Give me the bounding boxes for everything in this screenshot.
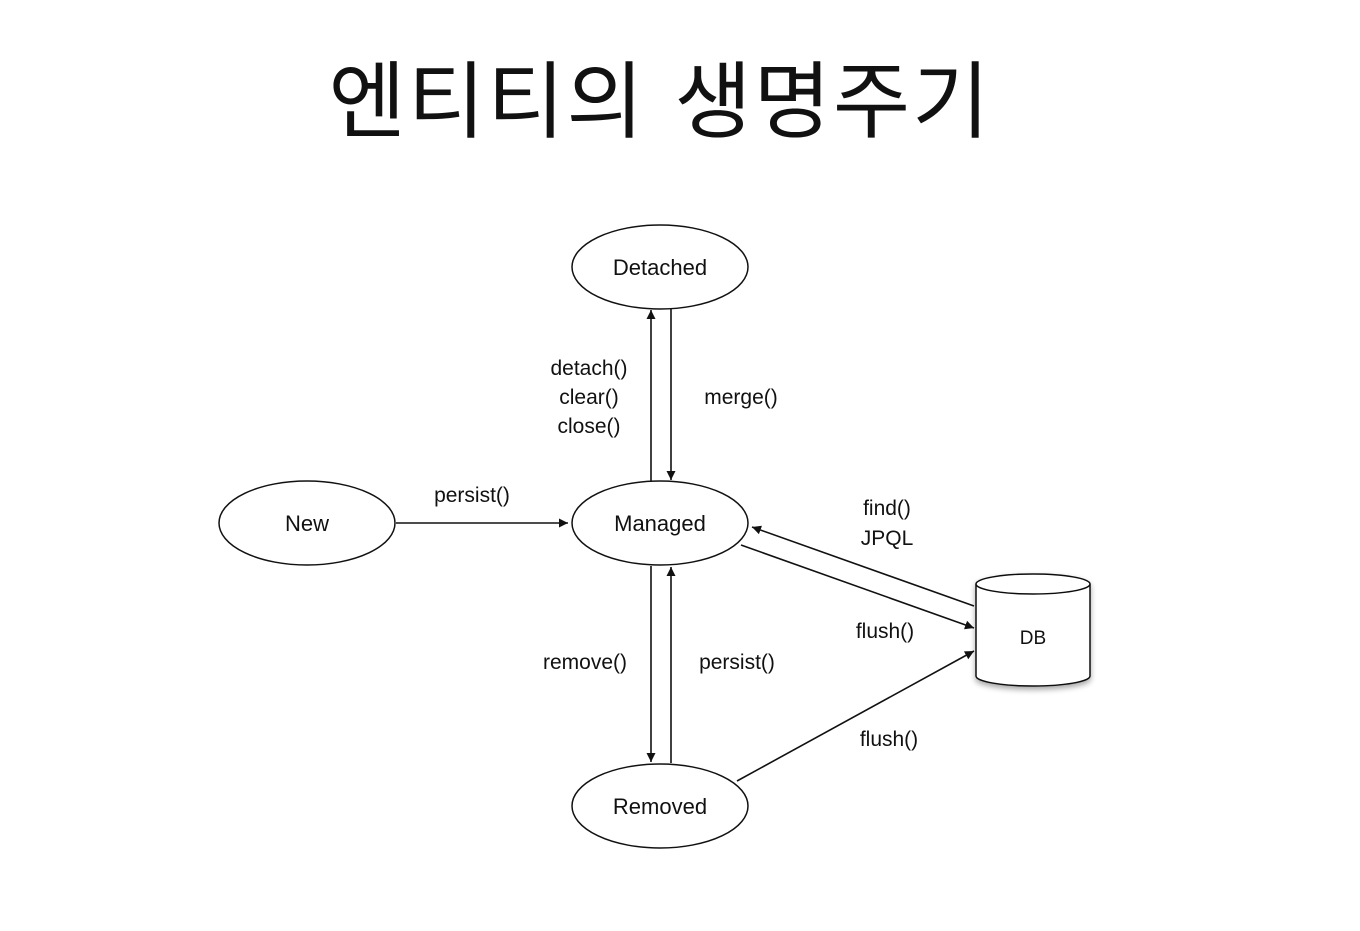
- detach-label: detach(): [550, 357, 627, 380]
- db-label: DB: [1020, 628, 1046, 649]
- flush-managed-arrow: [740, 544, 975, 630]
- db-node: [975, 573, 1091, 687]
- page-title: 엔티티의 생명주기: [328, 53, 992, 151]
- persist-removed-label: persist(): [699, 651, 775, 674]
- new-node: New: [218, 480, 396, 566]
- managed-node: Managed: [571, 480, 749, 566]
- find-label: find(): [863, 497, 911, 520]
- managed-label: Managed: [614, 511, 706, 536]
- new-label: New: [285, 511, 329, 536]
- find-arrow: [751, 525, 975, 607]
- jpql-label: JPQL: [861, 527, 914, 550]
- detached-node: Detached: [571, 224, 749, 310]
- merge-label: merge(): [704, 386, 778, 409]
- close-label: close(): [557, 415, 620, 438]
- flush-managed-label: flush(): [856, 620, 914, 643]
- flush-removed-label: flush(): [860, 728, 918, 751]
- removed-label: Removed: [613, 794, 707, 819]
- detached-label: Detached: [613, 255, 707, 280]
- clear-label: clear(): [559, 386, 619, 409]
- persist-new-label: persist(): [434, 484, 510, 507]
- flush-removed-arrow: [736, 650, 975, 782]
- remove-label: remove(): [543, 651, 627, 674]
- removed-node: Removed: [571, 763, 749, 849]
